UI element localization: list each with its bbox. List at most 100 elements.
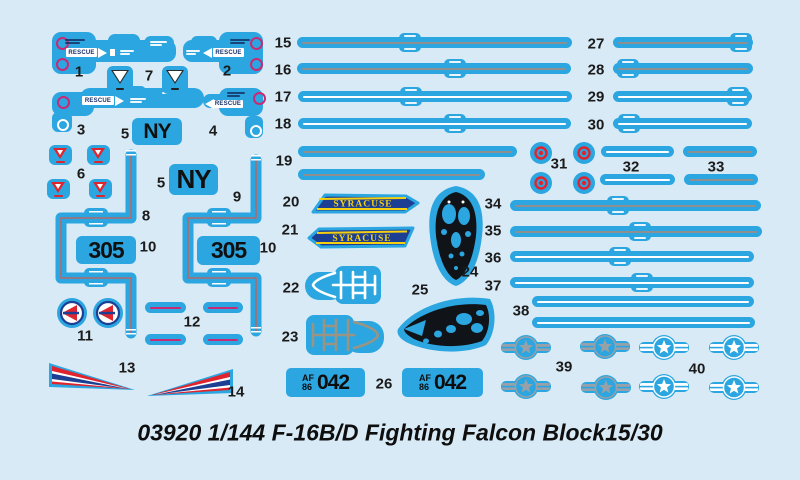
part-number-30: 30	[587, 116, 605, 134]
decal-38-wing-stripe	[532, 296, 754, 307]
decal-40-us-insignia-white	[709, 375, 759, 400]
part-number-16: 16	[274, 61, 292, 79]
banner-text: SYRACUSE	[332, 234, 391, 244]
jettison-circle-icon	[253, 92, 266, 105]
decal-19-fuselage-stripe	[298, 169, 485, 180]
part-number-28: 28	[587, 61, 605, 79]
part-number-1: 1	[74, 63, 84, 81]
part-number-5: 5	[156, 174, 166, 192]
decal-14-fin-flash	[147, 369, 233, 396]
decal-39-us-insignia-lowviz	[581, 375, 631, 400]
part-number-29: 29	[587, 88, 605, 106]
part-number-24: 24	[461, 263, 479, 281]
arrow-left-icon	[203, 48, 212, 58]
rescue-label: RESCUE	[66, 48, 97, 57]
decal-33-stripe	[684, 174, 758, 185]
part-number-22: 22	[282, 279, 300, 297]
decal-12-stripe	[203, 302, 243, 313]
part-number-32: 32	[622, 158, 640, 176]
part-number-8: 8	[141, 207, 151, 225]
serial-year: 86	[418, 381, 429, 392]
arrow-left-icon	[205, 99, 214, 109]
part-number-21: 21	[281, 221, 299, 239]
vent-circle-icon	[250, 125, 262, 137]
decal-11-squadron-roundel	[93, 298, 123, 328]
decal-6-ejection-triangle	[89, 179, 112, 199]
arrow-right-icon	[98, 48, 107, 58]
part-number-9: 9	[232, 188, 242, 206]
decal-15-fuselage-stripe	[297, 33, 572, 52]
decal-40-us-insignia-white	[639, 374, 689, 399]
decal-8-walkway-outline	[55, 149, 137, 339]
serial-year: 86	[301, 381, 312, 392]
decal-12-stripe	[145, 302, 186, 313]
decal-36-wing-stripe	[510, 247, 754, 266]
decal-31-red-roundel	[530, 142, 552, 164]
rescue-label: RESCUE	[213, 100, 243, 108]
serial-prefix: AF	[301, 372, 314, 383]
decal-4-rescue-marking: RESCUE	[203, 86, 266, 142]
decal-10-squadron-number: 305	[197, 236, 260, 265]
part-number-23: 23	[281, 328, 299, 346]
decal-30-intake-stripe	[613, 114, 752, 133]
decal-12-stripe	[145, 334, 186, 345]
rescue-label: RESCUE	[82, 96, 114, 105]
part-number-31: 31	[550, 155, 568, 173]
decal-22-walkway-symbol	[305, 266, 381, 304]
decal-16-fuselage-stripe	[297, 59, 571, 78]
decal-29-intake-stripe	[613, 87, 752, 106]
jettison-circle-icon	[56, 58, 69, 71]
decal-31-red-roundel	[530, 172, 552, 194]
banner-text: SYRACUSE	[333, 200, 392, 210]
part-number-34: 34	[484, 195, 502, 213]
serial-prefix: AF	[418, 372, 431, 383]
decal-6-ejection-triangle	[49, 145, 72, 165]
decal-21-syracuse-banner: SYRACUSE	[307, 226, 415, 249]
decal-25-cobra-head	[397, 297, 495, 352]
part-number-39: 39	[555, 358, 573, 376]
part-number-38: 38	[512, 302, 530, 320]
decal-2-rescue-marking: RESCUE	[183, 30, 263, 76]
part-number-19: 19	[275, 152, 293, 170]
decal-38-wing-stripe	[532, 317, 755, 328]
decal-9-walkway-outline	[182, 154, 262, 337]
decal-18-fuselage-stripe	[298, 114, 571, 133]
jettison-circle-icon	[56, 37, 69, 50]
decal-31-red-roundel	[573, 142, 595, 164]
decal-33-stripe	[683, 146, 757, 157]
decal-13-fin-flash	[49, 363, 135, 390]
part-number-4: 4	[208, 122, 218, 140]
decal-34-wing-stripe	[510, 196, 761, 215]
sheet-caption: 03920 1/144 F-16B/D Fighting Falcon Bloc…	[137, 419, 663, 446]
part-number-3: 3	[76, 121, 86, 139]
decal-19-fuselage-stripe	[298, 146, 517, 157]
decal-39-us-insignia-lowviz	[501, 335, 551, 360]
decal-40-us-insignia-white	[709, 335, 759, 360]
decal-37-wing-stripe	[510, 273, 754, 292]
decal-39-us-insignia-lowviz	[501, 374, 551, 399]
decal-32-stripe	[601, 146, 674, 157]
vent-circle-icon	[57, 119, 69, 131]
part-number-25: 25	[411, 281, 429, 299]
part-number-2: 2	[222, 62, 232, 80]
part-number-13: 13	[118, 359, 136, 377]
decal-39-us-insignia-lowviz	[580, 334, 630, 359]
decal-35-wing-stripe	[510, 222, 762, 241]
decal-5-tail-code: NY	[132, 118, 182, 145]
decal-10-squadron-number: 305	[76, 236, 136, 264]
decal-12-stripe	[203, 334, 243, 345]
decal-7-warning-triangle	[107, 66, 133, 94]
serial-number: 042	[433, 370, 467, 394]
part-number-36: 36	[484, 249, 502, 267]
jettison-circle-icon	[250, 58, 263, 71]
decal-23-walkway-symbol	[306, 315, 384, 355]
rescue-label: RESCUE	[213, 48, 244, 57]
part-number-5: 5	[120, 125, 130, 143]
decal-6-ejection-triangle	[47, 179, 70, 199]
decal-27-intake-stripe	[613, 33, 753, 52]
part-number-15: 15	[274, 34, 292, 52]
decal-11-squadron-roundel	[57, 298, 87, 328]
